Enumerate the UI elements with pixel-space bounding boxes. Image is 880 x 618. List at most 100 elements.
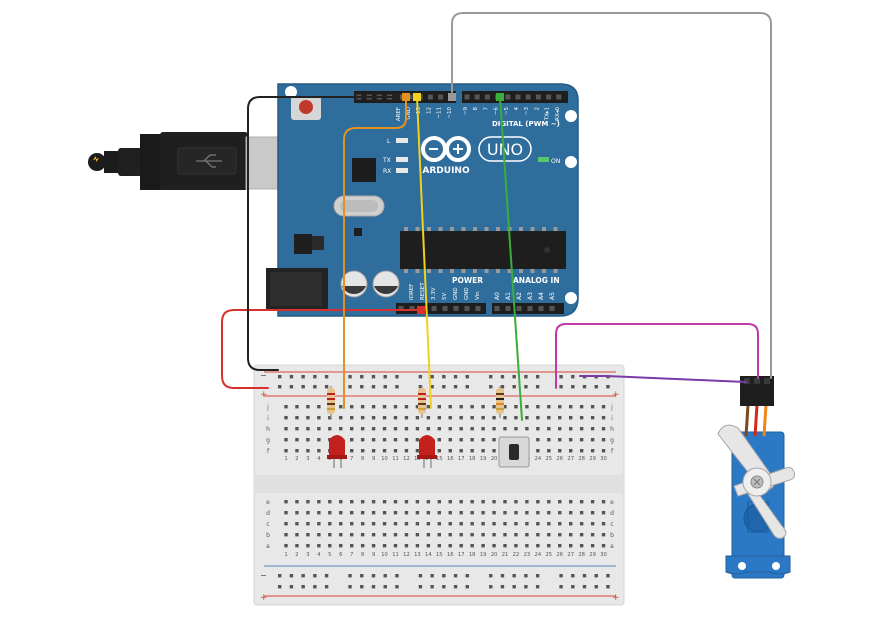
breadboard-hole[interactable] xyxy=(579,544,584,548)
breadboard-hole[interactable] xyxy=(404,405,409,409)
breadboard-hole[interactable] xyxy=(306,427,310,431)
rail-hole[interactable] xyxy=(289,585,294,589)
breadboard-hole[interactable] xyxy=(426,405,431,409)
breadboard-hole[interactable] xyxy=(393,449,398,453)
breadboard-hole[interactable] xyxy=(459,500,463,504)
breadboard-hole[interactable] xyxy=(284,405,288,409)
breadboard-hole[interactable] xyxy=(306,449,310,453)
rail-hole[interactable] xyxy=(383,375,387,379)
breadboard-hole[interactable] xyxy=(558,533,562,537)
header-pin-hole[interactable] xyxy=(516,306,522,311)
breadboard-hole[interactable] xyxy=(404,500,409,504)
breadboard-hole[interactable] xyxy=(350,511,354,515)
breadboard-hole[interactable] xyxy=(459,522,463,526)
header-pin-hole[interactable] xyxy=(535,94,541,100)
breadboard-hole[interactable] xyxy=(415,511,420,515)
breadboard-hole[interactable] xyxy=(492,511,496,515)
breadboard-hole[interactable] xyxy=(360,405,365,409)
breadboard-hole[interactable] xyxy=(459,427,463,431)
breadboard-hole[interactable] xyxy=(360,522,365,526)
breadboard-hole[interactable] xyxy=(350,533,354,537)
breadboard-hole[interactable] xyxy=(590,500,595,504)
breadboard-hole[interactable] xyxy=(284,449,288,453)
breadboard-hole[interactable] xyxy=(317,522,321,526)
rail-hole[interactable] xyxy=(430,385,434,389)
breadboard-hole[interactable] xyxy=(492,405,496,409)
rail-hole[interactable] xyxy=(278,385,282,389)
resistor-1[interactable] xyxy=(327,386,335,418)
breadboard-hole[interactable] xyxy=(558,416,562,420)
breadboard-hole[interactable] xyxy=(470,511,474,515)
breadboard-hole[interactable] xyxy=(536,449,540,453)
breadboard-hole[interactable] xyxy=(284,511,288,515)
rail-hole[interactable] xyxy=(535,375,540,379)
rail-hole[interactable] xyxy=(453,585,458,589)
breadboard-hole[interactable] xyxy=(514,500,518,504)
breadboard-hole[interactable] xyxy=(437,500,441,504)
breadboard-hole[interactable] xyxy=(295,500,299,504)
breadboard-hole[interactable] xyxy=(295,511,299,515)
breadboard-hole[interactable] xyxy=(492,500,496,504)
breadboard-hole[interactable] xyxy=(601,405,606,409)
breadboard-hole[interactable] xyxy=(514,522,518,526)
breadboard-hole[interactable] xyxy=(382,544,387,548)
breadboard-hole[interactable] xyxy=(503,533,507,537)
breadboard-hole[interactable] xyxy=(306,511,310,515)
resistor-2[interactable] xyxy=(418,386,426,418)
header-pin-hole[interactable] xyxy=(438,94,444,100)
breadboard-hole[interactable] xyxy=(470,427,474,431)
rail-hole[interactable] xyxy=(289,375,294,379)
breadboard-hole[interactable] xyxy=(470,500,474,504)
breadboard-hole[interactable] xyxy=(590,544,595,548)
breadboard-hole[interactable] xyxy=(339,511,343,515)
rail-hole[interactable] xyxy=(301,385,305,389)
breadboard-hole[interactable] xyxy=(426,522,431,526)
rail-hole[interactable] xyxy=(453,385,458,389)
breadboard-hole[interactable] xyxy=(579,522,584,526)
breadboard-hole[interactable] xyxy=(448,544,452,548)
breadboard-hole[interactable] xyxy=(481,544,485,548)
breadboard-hole[interactable] xyxy=(601,449,606,453)
breadboard-hole[interactable] xyxy=(426,544,431,548)
breadboard-hole[interactable] xyxy=(360,416,365,420)
breadboard-hole[interactable] xyxy=(339,522,343,526)
rail-hole[interactable] xyxy=(418,574,423,578)
breadboard-hole[interactable] xyxy=(426,533,431,537)
breadboard-hole[interactable] xyxy=(295,438,299,442)
rail-hole[interactable] xyxy=(524,385,528,389)
breadboard-hole[interactable] xyxy=(525,522,529,526)
breadboard-hole[interactable] xyxy=(415,544,420,548)
header-pin-hole[interactable] xyxy=(431,306,437,311)
header-pin-hole[interactable] xyxy=(527,306,533,311)
breadboard-hole[interactable] xyxy=(481,416,485,420)
breadboard-hole[interactable] xyxy=(350,449,354,453)
breadboard-hole[interactable] xyxy=(536,522,540,526)
breadboard-hole[interactable] xyxy=(590,522,595,526)
wire-servo-power-magenta[interactable] xyxy=(555,323,759,389)
header-pin-hole[interactable] xyxy=(515,94,521,100)
rail-hole[interactable] xyxy=(442,585,446,589)
breadboard-hole[interactable] xyxy=(382,522,387,526)
breadboard-hole[interactable] xyxy=(514,544,518,548)
breadboard-hole[interactable] xyxy=(525,405,529,409)
breadboard-hole[interactable] xyxy=(350,522,354,526)
header-pin-hole[interactable] xyxy=(464,306,470,311)
header-pin-hole[interactable] xyxy=(494,306,500,311)
breadboard-hole[interactable] xyxy=(547,427,551,431)
rail-hole[interactable] xyxy=(289,574,294,578)
breadboard-hole[interactable] xyxy=(437,544,441,548)
rail-hole[interactable] xyxy=(324,385,329,389)
rail-hole[interactable] xyxy=(348,385,352,389)
breadboard-hole[interactable] xyxy=(317,500,321,504)
header-pin-hole[interactable] xyxy=(549,306,555,311)
breadboard-hole[interactable] xyxy=(306,438,310,442)
rail-hole[interactable] xyxy=(371,585,376,589)
rail-hole[interactable] xyxy=(313,585,317,589)
breadboard-hole[interactable] xyxy=(536,438,540,442)
breadboard-hole[interactable] xyxy=(415,405,420,409)
breadboard-hole[interactable] xyxy=(404,449,409,453)
breadboard-hole[interactable] xyxy=(569,427,573,431)
breadboard-hole[interactable] xyxy=(426,427,431,431)
pushbutton[interactable] xyxy=(498,436,530,468)
rail-hole[interactable] xyxy=(465,385,469,389)
